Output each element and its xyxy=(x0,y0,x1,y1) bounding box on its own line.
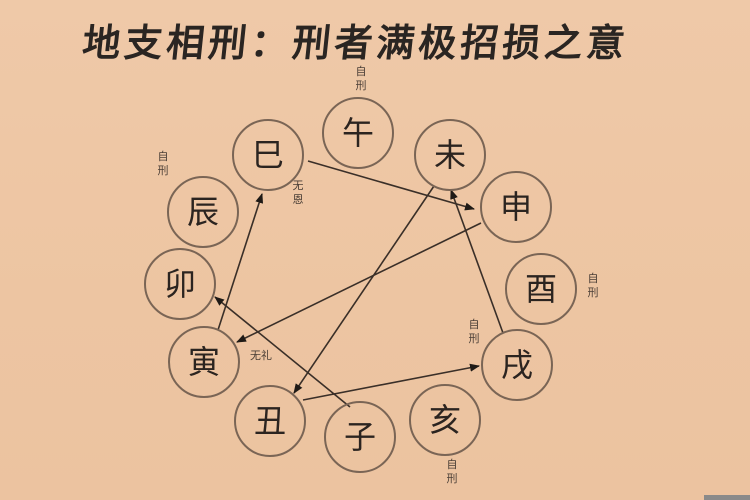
branch-label: 子 xyxy=(343,418,376,456)
branch-node-chen: 辰 xyxy=(167,176,239,248)
branch-node-zi: 子 xyxy=(324,401,396,473)
arrow-wei-to-chou xyxy=(293,185,435,394)
annotation-xu-self: 自刑 xyxy=(468,318,480,345)
branch-label: 寅 xyxy=(187,343,220,381)
branch-node-hai: 亥 xyxy=(409,384,481,456)
arrow-si-to-shen xyxy=(307,160,475,211)
branch-label: 巳 xyxy=(251,136,284,174)
arrow-zi-to-mao xyxy=(214,296,351,408)
branch-node-si: 巳 xyxy=(232,119,304,191)
annotation-si-wuen: 无恩 xyxy=(292,179,304,206)
branch-label: 亥 xyxy=(428,401,461,439)
annotation-chen-self: 自刑 xyxy=(157,150,169,177)
annotation-wu-self: 自刑 xyxy=(355,65,367,92)
annotation-you-self: 自刑 xyxy=(587,272,599,299)
branch-label: 丑 xyxy=(253,402,286,440)
branch-label: 未 xyxy=(433,136,466,174)
branch-label: 酉 xyxy=(524,270,557,308)
arrow-xu-to-wei xyxy=(450,189,504,334)
branch-node-yin: 寅 xyxy=(168,326,240,398)
arrow-yin-to-si xyxy=(217,193,264,331)
arrow-shen-to-yin xyxy=(236,222,482,343)
branch-node-mao: 卯 xyxy=(144,248,216,320)
annotation-hai-self: 自刑 xyxy=(446,458,458,485)
branch-label: 戌 xyxy=(500,346,533,384)
branch-node-xu: 戌 xyxy=(481,329,553,401)
branch-label: 卯 xyxy=(163,265,196,303)
annotation-yin-wuli: 无礼 xyxy=(250,349,272,362)
arrow-chou-to-xu xyxy=(302,363,480,401)
branch-node-you: 酉 xyxy=(505,253,577,325)
branch-label: 辰 xyxy=(186,193,219,231)
corner-strip xyxy=(704,495,750,500)
branch-node-shen: 申 xyxy=(480,171,552,243)
branch-node-chou: 丑 xyxy=(234,385,306,457)
branch-node-wu: 午 xyxy=(322,97,394,169)
branch-label: 申 xyxy=(499,188,532,226)
branch-node-wei: 未 xyxy=(414,119,486,191)
branch-label: 午 xyxy=(341,114,374,152)
